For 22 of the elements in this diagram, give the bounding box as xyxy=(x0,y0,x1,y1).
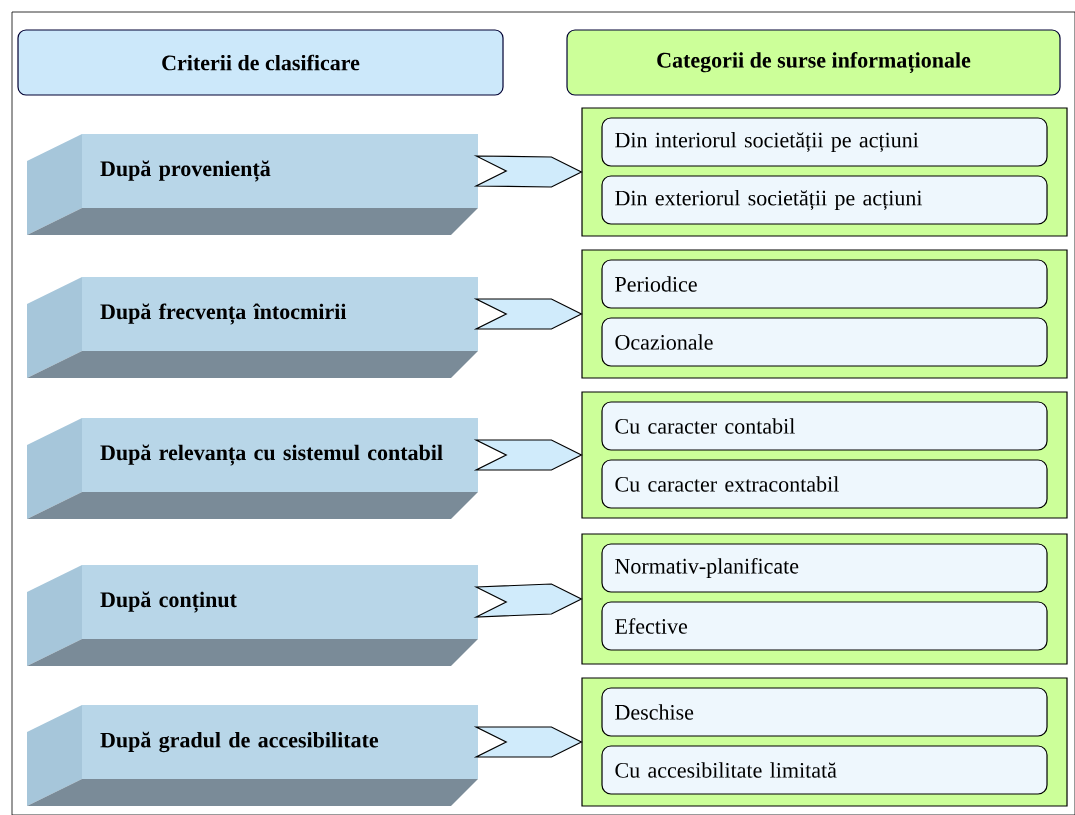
chevron-arrow xyxy=(473,583,583,618)
chevron-arrow xyxy=(473,726,583,758)
category-box: Normativ-planificate xyxy=(601,543,1048,593)
category-box: Cu caracter extracontabil xyxy=(601,459,1048,509)
criterion-block: După relevanța cu sistemul contabil xyxy=(27,418,478,519)
category-box: Periodice xyxy=(601,259,1048,309)
header-box: Categorii de surse informaționale xyxy=(566,29,1061,96)
criterion-block: După gradul de accesibilitate xyxy=(27,705,478,806)
category-box: Din exteriorul societății pe acțiuni xyxy=(601,175,1048,225)
chevron-arrow xyxy=(473,439,583,471)
criterion-block: După conținut xyxy=(27,565,478,666)
chevron-arrow xyxy=(473,298,583,330)
criterion-block: După frecvența întocmirii xyxy=(27,277,478,378)
header-box: Criterii de clasificare xyxy=(17,29,504,96)
category-box: Cu caracter contabil xyxy=(601,401,1048,451)
category-box: Ocazionale xyxy=(601,317,1048,367)
category-box: Deschise xyxy=(601,687,1048,737)
criterion-block: După proveniență xyxy=(27,134,478,235)
chevron-arrow xyxy=(473,155,583,188)
category-box: Efective xyxy=(601,601,1048,651)
category-box: Cu accesibilitate limitată xyxy=(601,745,1048,795)
category-box: Din interiorul societății pe acțiuni xyxy=(601,117,1048,167)
